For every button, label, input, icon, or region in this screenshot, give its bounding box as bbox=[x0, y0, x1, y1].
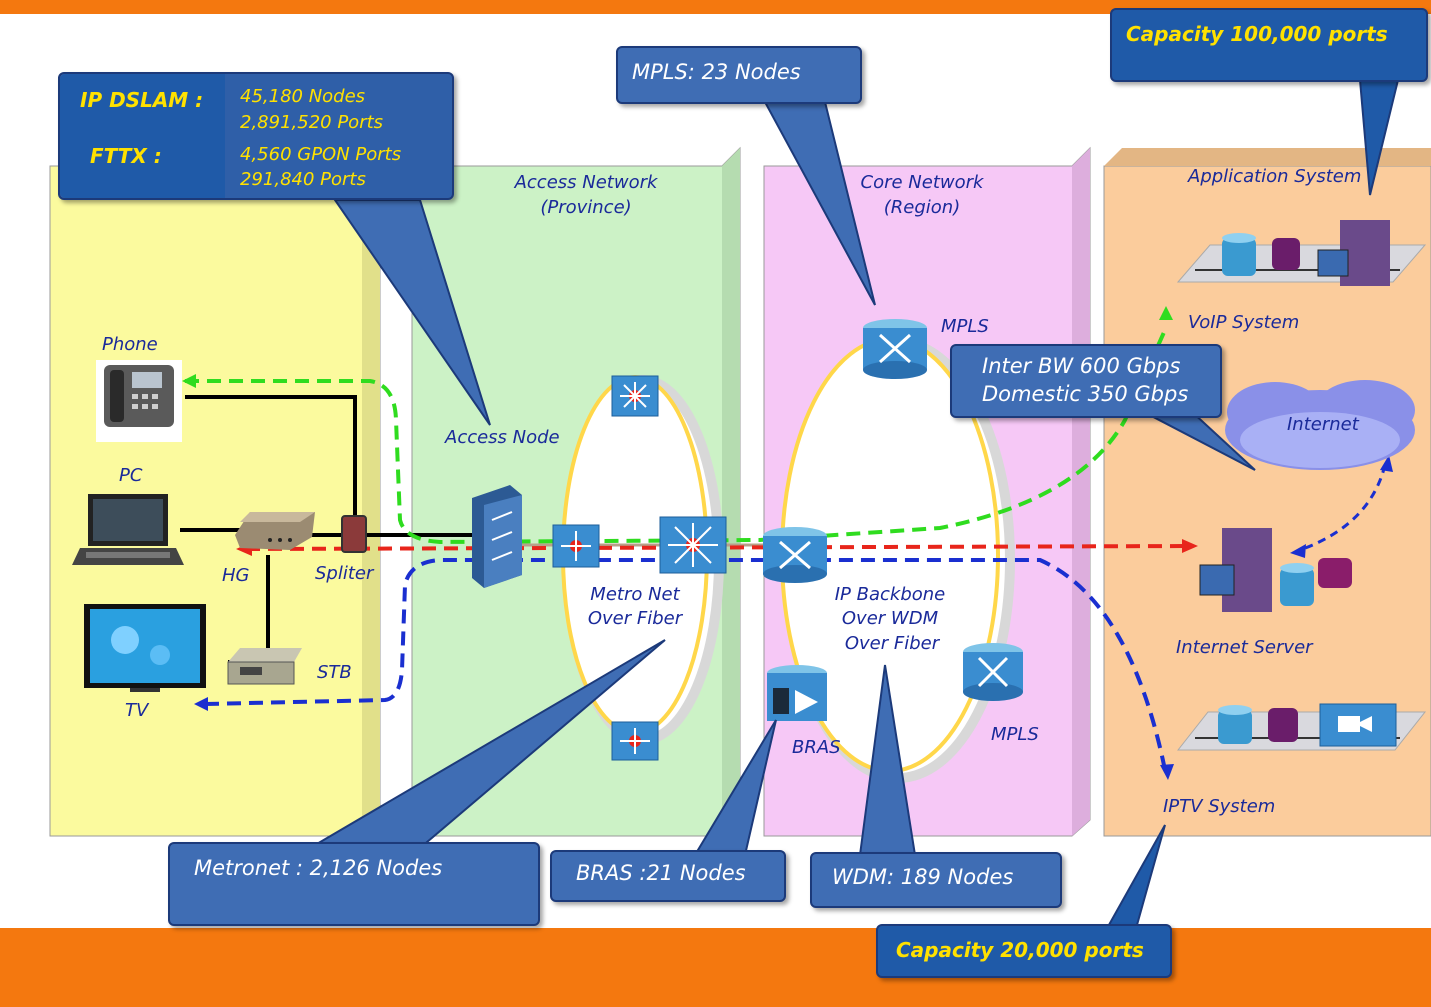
fttx-gpon-value: 4,560 GPON Ports bbox=[240, 144, 402, 165]
pc-label: PC bbox=[119, 465, 143, 486]
mpls-router-bottom-icon bbox=[963, 643, 1023, 701]
bottom-orange-bar bbox=[0, 928, 1431, 1007]
dslam-callout-pointer bbox=[333, 199, 491, 426]
stb-label: STB bbox=[317, 662, 352, 683]
access-network-subtitle: (Province) bbox=[540, 197, 632, 218]
metro-switch-top-icon bbox=[611, 375, 659, 417]
capacity-bottom-callout: Capacity 20,000 ports bbox=[876, 924, 1172, 978]
voip-arrow-up bbox=[1159, 306, 1173, 320]
bandwidth-callout: Inter BW 600 Gbps Domestic 350 Gbps bbox=[950, 344, 1222, 418]
dslam-fttx-callout: IP DSLAM : FTTX : 45,180 Nodes 2,891,520… bbox=[58, 72, 454, 200]
stb-icon bbox=[227, 648, 302, 685]
internet-label: Internet bbox=[1287, 414, 1359, 435]
hg-icon bbox=[235, 512, 315, 550]
access-network-title: Access Network bbox=[514, 172, 658, 193]
capacity-top-callout-pointer bbox=[1358, 79, 1400, 196]
internet-cloud-icon bbox=[1225, 380, 1415, 470]
phone-icon bbox=[96, 360, 182, 442]
pc-icon bbox=[72, 494, 184, 565]
iptv-flow-line bbox=[204, 558, 1167, 771]
top-orange-bar bbox=[0, 0, 1431, 14]
mpls-nodes-callout: MPLS: 23 Nodes bbox=[616, 46, 862, 104]
backbone-router-icon bbox=[763, 527, 827, 583]
metro-switch-bottom-icon bbox=[611, 721, 659, 761]
metro-net-label: Metro Net bbox=[590, 584, 680, 605]
iptv-arrow-left bbox=[194, 697, 208, 711]
internet-server-icon bbox=[1199, 528, 1352, 612]
inter-bw-value: Inter BW 600 Gbps bbox=[982, 354, 1181, 378]
tv-label: TV bbox=[125, 700, 149, 721]
access-node-label: Access Node bbox=[445, 427, 560, 448]
over-wdm-label: Over WDM bbox=[841, 608, 939, 629]
application-system-icon bbox=[1176, 220, 1427, 286]
fttx-ports-value: 291,840 Ports bbox=[240, 169, 366, 190]
mpls-router-top-icon bbox=[863, 319, 927, 379]
fttx-label: FTTX : bbox=[90, 144, 162, 168]
metro-switch-center-icon bbox=[659, 516, 727, 574]
splitter-icon bbox=[341, 515, 367, 553]
bras-nodes-callout: BRAS :21 Nodes bbox=[550, 850, 786, 902]
voip-arrow-left bbox=[182, 374, 196, 388]
capacity-top-callout: Capacity 100,000 ports bbox=[1110, 8, 1428, 82]
metro-fiber-label: Over Fiber bbox=[587, 608, 683, 629]
internet-server-label: Internet Server bbox=[1176, 637, 1313, 658]
tv-icon bbox=[84, 604, 206, 692]
metro-switch-left-icon bbox=[552, 524, 600, 568]
core-network-subtitle: (Region) bbox=[883, 197, 961, 218]
bras-callout-pointer bbox=[693, 719, 777, 856]
hg-label: HG bbox=[222, 565, 250, 586]
voip-flow-line bbox=[185, 329, 1167, 545]
capacity-bottom-callout-pointer bbox=[1103, 824, 1166, 933]
iptv-system-icon bbox=[1176, 703, 1427, 751]
mpls-top-label: MPLS bbox=[941, 316, 989, 337]
dslam-ports-value: 2,891,520 Ports bbox=[240, 112, 384, 133]
core-network-title: Core Network bbox=[860, 172, 984, 193]
ip-dslam-label: IP DSLAM : bbox=[80, 88, 204, 112]
access-node-icon bbox=[472, 485, 522, 588]
mpls-callout-pointer bbox=[763, 101, 876, 306]
metronet-callout: Metronet : 2,126 Nodes bbox=[168, 842, 540, 926]
bras-label: BRAS bbox=[792, 737, 841, 758]
iptv-system-label: IPTV System bbox=[1163, 796, 1276, 817]
wdm-callout-pointer bbox=[858, 664, 917, 856]
domestic-bw-value: Domestic 350 Gbps bbox=[982, 382, 1189, 406]
phone-label: Phone bbox=[102, 334, 158, 355]
iptv-arrow-down bbox=[1160, 764, 1174, 780]
phone-cable bbox=[185, 395, 357, 540]
bras-icon bbox=[767, 665, 827, 721]
spliter-label: Spliter bbox=[315, 563, 374, 584]
wdm-nodes-callout: WDM: 189 Nodes bbox=[810, 852, 1062, 908]
voip-system-label: VoIP System bbox=[1188, 312, 1300, 333]
internet-server-link bbox=[1299, 464, 1387, 552]
ip-backbone-label: IP Backbone bbox=[834, 584, 946, 605]
application-system-title: Application System bbox=[1188, 166, 1362, 187]
mpls-bottom-label: MPLS bbox=[991, 724, 1039, 745]
over-fiber-label: Over Fiber bbox=[844, 633, 940, 654]
dslam-nodes-value: 45,180 Nodes bbox=[240, 86, 366, 107]
internet-arrow-right bbox=[1182, 539, 1198, 553]
